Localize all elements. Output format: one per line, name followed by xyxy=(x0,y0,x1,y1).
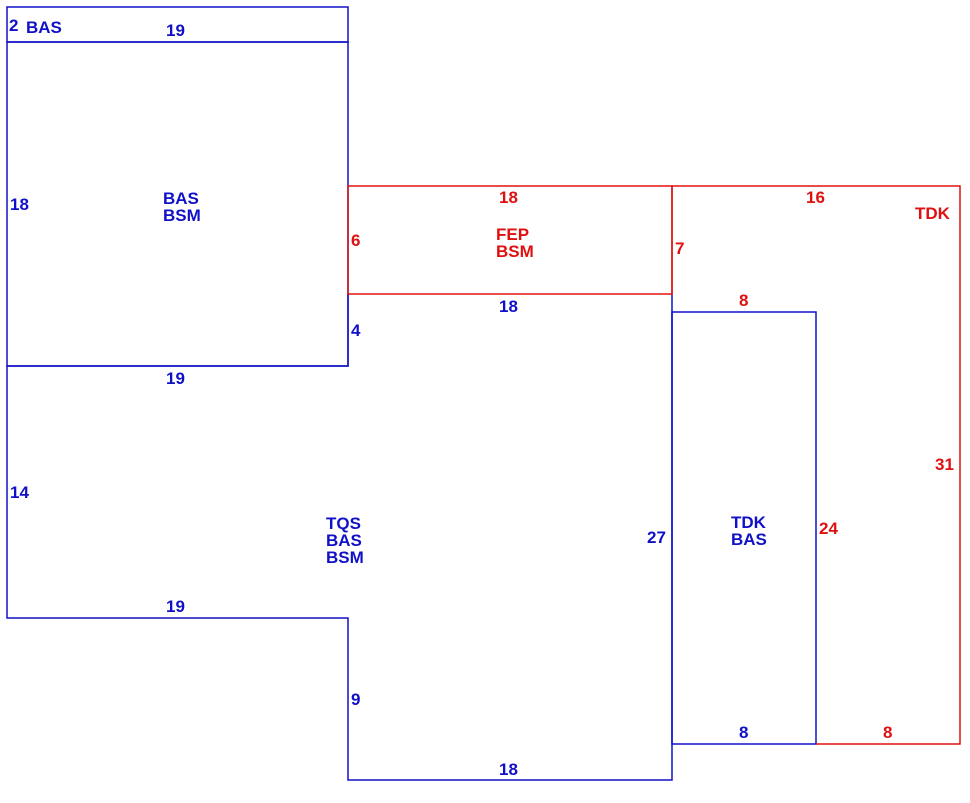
fep-label-2: BSM xyxy=(496,242,534,261)
tdk-inner-dim-top: 8 xyxy=(739,291,748,310)
main-label-2: BAS xyxy=(326,531,362,550)
main-label-3: BSM xyxy=(326,548,364,567)
upper-left-label-1: BAS xyxy=(163,189,199,208)
main-dim-lower-left-top: 19 xyxy=(166,597,185,616)
main-dim-right: 27 xyxy=(647,528,666,547)
fep-dim-left: 6 xyxy=(351,231,360,250)
tdk-inner-room-outline xyxy=(671,311,817,745)
top-strip-label: BAS xyxy=(26,18,62,37)
tdk-outer-dim-top: 16 xyxy=(806,188,825,207)
fep-dim-right: 7 xyxy=(675,239,684,258)
main-dim-step-right: 4 xyxy=(351,321,361,340)
fep-dim-bottom: 18 xyxy=(499,297,518,316)
main-dim-step-left: 9 xyxy=(351,690,360,709)
tdk-outer-dim-bottom: 8 xyxy=(883,723,892,742)
main-dim-left: 14 xyxy=(10,483,29,502)
tdk-inner-dim-bottom: 8 xyxy=(739,723,748,742)
fep-label-1: FEP xyxy=(496,225,529,244)
tdk-inner-label-2: BAS xyxy=(731,530,767,549)
main-label-1: TQS xyxy=(326,514,361,533)
top-strip-dim-top: 19 xyxy=(166,21,185,40)
main-area-outline xyxy=(6,294,673,781)
tdk-outer-label: TDK xyxy=(915,204,951,223)
tdk-inner-label-1: TDK xyxy=(731,513,767,532)
fep-dim-top: 18 xyxy=(499,188,518,207)
tdk-outer-outline xyxy=(671,185,961,745)
main-dim-bottom: 18 xyxy=(499,760,518,779)
top-strip-dim-left: 2 xyxy=(9,16,18,35)
upper-left-label-2: BSM xyxy=(163,206,201,225)
tdk-outer-dim-right: 31 xyxy=(935,455,954,474)
tdk-outer-dim-inner-right: 24 xyxy=(819,519,838,538)
upper-left-dim-left: 18 xyxy=(10,195,29,214)
upper-left-dim-bottom: 19 xyxy=(166,369,185,388)
